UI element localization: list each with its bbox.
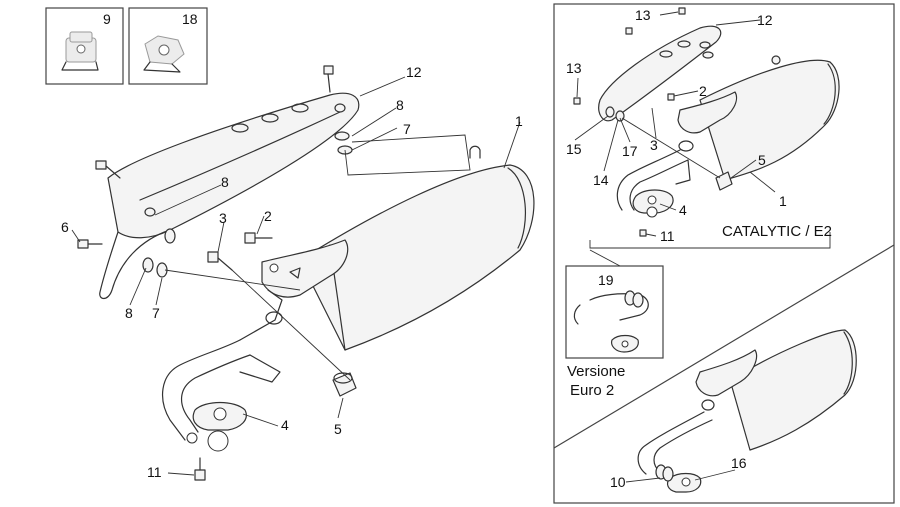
- bolt-6: [77, 239, 103, 249]
- right-panel: 13 12 13 2 15 14 17 3 5 1 4 11 19 10 16 …: [553, 3, 895, 504]
- right-callout-13-left: 13: [566, 60, 582, 76]
- right-callout-11: 11: [660, 228, 675, 244]
- right-leader-lines: [574, 11, 776, 483]
- speed-nut-icon: [143, 35, 185, 73]
- right-callout-19: 19: [598, 272, 614, 288]
- inset-box-18: 18: [128, 7, 208, 85]
- version-label-line2: Euro 2: [570, 382, 614, 399]
- right-callout-4: 4: [679, 202, 687, 218]
- right-callout-12: 12: [757, 12, 773, 28]
- inset-box-18-label: 18: [182, 11, 198, 27]
- version-label-line1: Versione: [567, 363, 625, 380]
- right-callout-15: 15: [566, 141, 582, 157]
- main-leader-lines: [71, 76, 521, 476]
- callout-5: 5: [334, 421, 342, 437]
- bolt-left-shield: [95, 160, 121, 179]
- right-callout-3: 3: [650, 137, 658, 153]
- right-callout-1: 1: [779, 193, 787, 209]
- washers: [142, 131, 353, 278]
- callout-3: 3: [219, 210, 227, 226]
- bolt-2: [244, 232, 273, 244]
- inset-box-9-label: 9: [103, 11, 111, 27]
- catalytic-assembly: [573, 7, 840, 249]
- right-callouts: 13 12 13 2 15 14 17 3 5 1 4 11 19 10 16 …: [566, 7, 832, 490]
- right-callout-14: 14: [593, 172, 609, 188]
- right-callout-17: 17: [622, 143, 638, 159]
- callout-1: 1: [515, 113, 523, 129]
- callout-8-bottom: 8: [125, 305, 133, 321]
- callout-4: 4: [281, 417, 289, 433]
- bolt-top-shield: [323, 65, 334, 93]
- exhaust-flange: [186, 401, 247, 452]
- callout-8-top: 8: [396, 97, 404, 113]
- right-callout-13-top: 13: [635, 7, 651, 23]
- exhaust-pipe: [162, 289, 283, 441]
- main-exhaust-assembly: [77, 65, 535, 481]
- callout-2: 2: [264, 208, 272, 224]
- lower-muffler-assembly: [637, 329, 857, 493]
- inset-box-9: 9: [45, 7, 124, 85]
- callout-12: 12: [406, 64, 422, 80]
- bolt-3: [207, 251, 233, 271]
- spring-clip-icon: [61, 31, 99, 71]
- callout-7-top: 7: [403, 121, 411, 137]
- bolt-11: [194, 457, 206, 481]
- main-callouts: 1 2 3 4 5 6 7 7 8 8 8 11 12: [61, 64, 523, 480]
- right-callout-16: 16: [731, 455, 747, 471]
- callout-11: 11: [147, 464, 162, 480]
- muffler-bracket: [261, 239, 349, 298]
- catalytic-label: CATALYTIC / E2: [722, 223, 832, 240]
- callout-8-mid: 8: [221, 174, 229, 190]
- rubber-spacer: [332, 372, 357, 397]
- right-callout-5: 5: [758, 152, 766, 168]
- euro2-inset: [565, 249, 664, 359]
- right-callout-2: 2: [699, 83, 707, 99]
- callout-6: 6: [61, 219, 69, 235]
- callout-7-bottom: 7: [152, 305, 160, 321]
- right-callout-10: 10: [610, 474, 626, 490]
